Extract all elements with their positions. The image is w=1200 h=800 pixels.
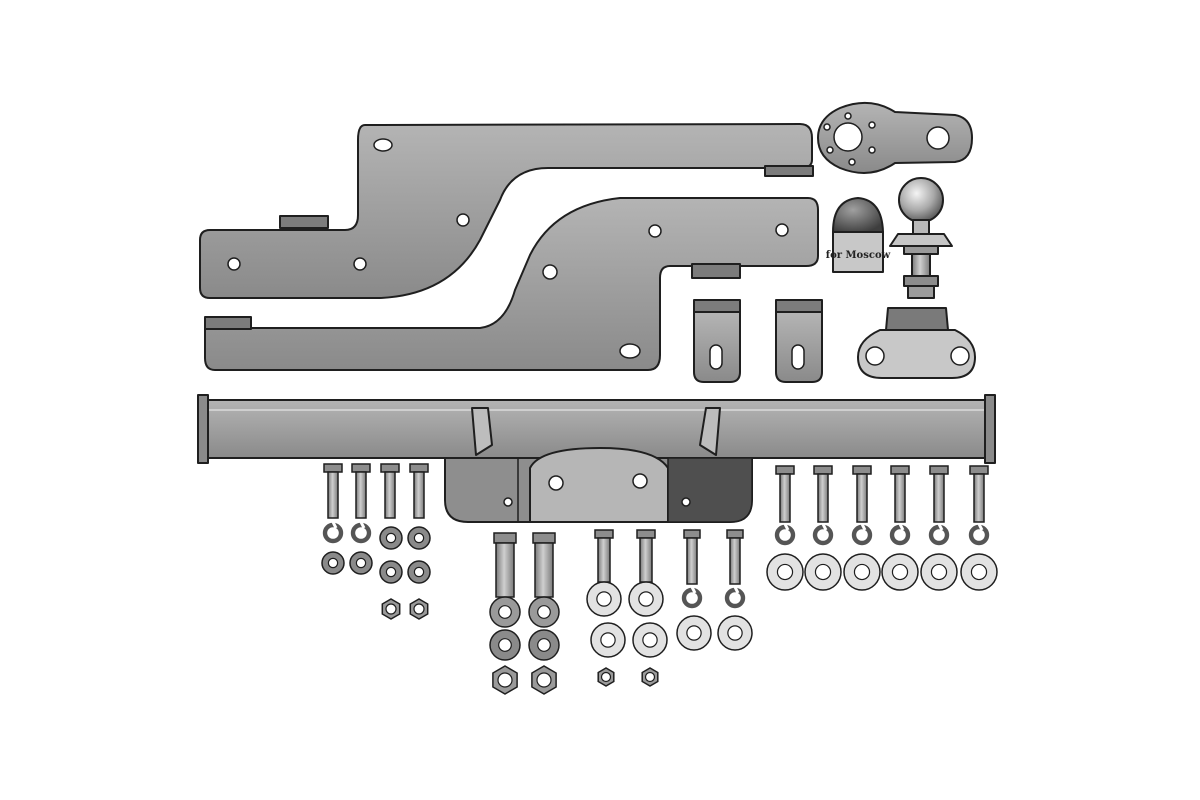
ball-mount-flange	[857, 307, 976, 379]
angle-bracket-right	[775, 299, 823, 383]
hex-nut-small	[641, 667, 659, 687]
flat-washer-large	[528, 629, 560, 661]
bolt-medium	[726, 529, 744, 585]
hex-nut-large	[531, 665, 557, 695]
lock-washer	[322, 521, 344, 544]
lock-washer	[681, 586, 703, 609]
center-tow-plate	[444, 447, 753, 523]
bolt-small	[380, 463, 400, 519]
bolt-medium	[683, 529, 701, 585]
bolt-large	[532, 532, 556, 598]
fastener-set	[321, 463, 998, 695]
lock-washer	[889, 523, 911, 546]
bolt-small	[775, 465, 795, 523]
bolt-small	[813, 465, 833, 523]
left-side-bracket-lower	[204, 197, 819, 371]
electrical-socket-plate	[817, 101, 973, 174]
fender-washer	[586, 581, 622, 617]
tow-ball	[889, 177, 953, 299]
lock-washer	[350, 521, 372, 544]
bolt-small	[890, 465, 910, 523]
bolt-medium	[594, 529, 614, 583]
angle-bracket-left	[693, 299, 741, 383]
towball-cap: for Moscow	[826, 197, 891, 273]
cap-label: for Moscow	[826, 250, 891, 261]
lock-washer	[774, 523, 796, 546]
hex-nut	[381, 598, 401, 620]
fender-washer	[590, 622, 626, 658]
fender-washer	[920, 553, 958, 591]
flat-washer	[349, 551, 373, 575]
flat-washer	[407, 560, 431, 584]
lock-washer	[968, 523, 990, 546]
hex-nut-small	[597, 667, 615, 687]
bolt-small	[852, 465, 872, 523]
bolt-large	[493, 532, 517, 598]
fender-washer	[766, 553, 804, 591]
flat-washer-large	[489, 629, 521, 661]
flat-washer	[379, 560, 403, 584]
fender-washer	[843, 553, 881, 591]
hex-nut	[409, 598, 429, 620]
left-side-bracket-upper	[199, 123, 814, 299]
fender-washer	[676, 615, 712, 651]
bolt-small	[969, 465, 989, 523]
flat-washer	[379, 526, 403, 550]
lock-washer	[724, 586, 746, 609]
lock-washer	[928, 523, 950, 546]
fender-washer	[804, 553, 842, 591]
lock-washer	[851, 523, 873, 546]
flat-washer-large	[489, 596, 521, 628]
bolt-small	[409, 463, 429, 519]
bolt-small	[929, 465, 949, 523]
fender-washer	[717, 615, 753, 651]
hex-nut-large	[492, 665, 518, 695]
bolt-medium	[636, 529, 656, 583]
fender-washer	[881, 553, 919, 591]
flat-washer-large	[528, 596, 560, 628]
fender-washer	[632, 622, 668, 658]
fender-washer	[628, 581, 664, 617]
flat-washer	[407, 526, 431, 550]
flat-washer	[321, 551, 345, 575]
lock-washer	[812, 523, 834, 546]
bolt-small	[323, 463, 343, 519]
fender-washer	[960, 553, 998, 591]
bolt-small	[351, 463, 371, 519]
